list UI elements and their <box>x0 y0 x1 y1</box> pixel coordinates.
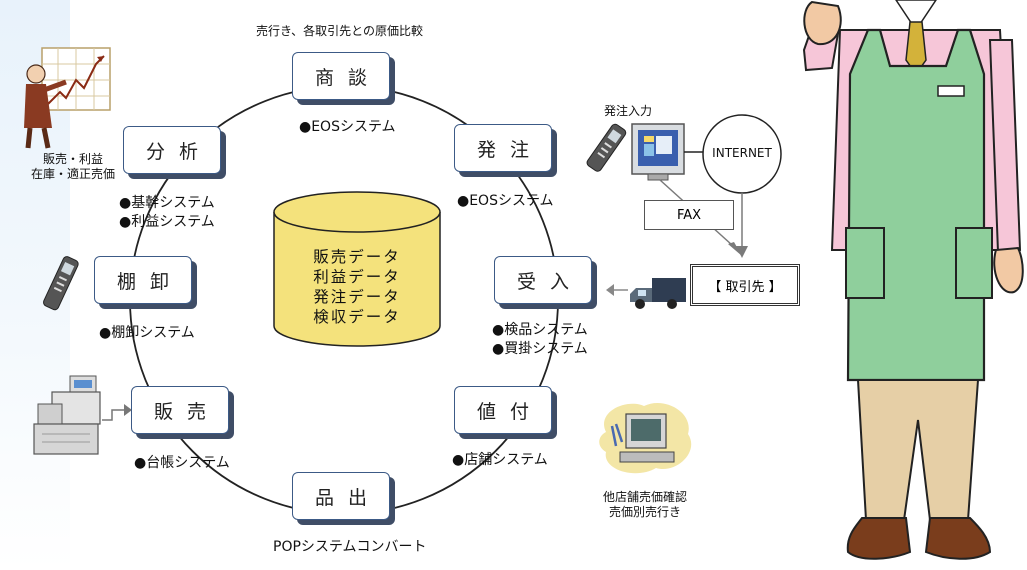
node-hanbai[interactable]: 販売 <box>131 386 229 434</box>
handy-terminal-icon-left <box>42 256 79 311</box>
other-store-caption: 他店舗売価確認 売価別売行き <box>590 490 700 520</box>
db-order-data: 発注データ <box>313 288 401 306</box>
system-shinade: POPシステムコンバート <box>273 539 427 555</box>
other-store-caption-2: 売価別売行き <box>608 505 681 519</box>
database-labels: 販売データ 利益データ 発注データ 検収データ <box>284 247 430 327</box>
other-store-pc-icon <box>599 402 692 474</box>
analysis-caption: 販売・利益 在庫・適正売価 <box>18 152 128 182</box>
system-bunseki-2: ●利益システム <box>119 214 215 230</box>
handy-terminal-icon-right <box>586 123 627 172</box>
db-profit-data: 利益データ <box>313 268 401 286</box>
system-nezuke: ●店舗システム <box>452 452 548 468</box>
internet-label: INTERNET <box>712 146 772 160</box>
system-ukeire-2: ●買掛システム <box>492 341 588 357</box>
node-nezuke[interactable]: 値付 <box>454 386 552 434</box>
node-bunseki[interactable]: 分析 <box>123 126 221 174</box>
system-tanaoroshi: ●棚卸システム <box>99 325 195 341</box>
node-shodan[interactable]: 商談 <box>292 52 390 100</box>
node-shinade[interactable]: 品出 <box>292 472 390 520</box>
supplier-box[interactable]: 【 取引先 】 <box>690 264 800 306</box>
top-caption: 売行き、各取引先との原価比較 <box>256 24 424 38</box>
fax-box: FAX <box>644 200 734 230</box>
system-shodan: ●EOSシステム <box>299 119 396 135</box>
register-arrow-line <box>102 409 126 421</box>
node-hatchu[interactable]: 発注 <box>454 124 552 172</box>
node-tanaoroshi[interactable]: 棚卸 <box>94 256 192 304</box>
node-ukeire[interactable]: 受入 <box>494 256 592 304</box>
system-hatchu: ●EOSシステム <box>457 193 554 209</box>
system-bunseki-1: ●基幹システム <box>119 195 215 211</box>
computer-icon <box>631 123 685 181</box>
database-cylinder <box>273 191 441 347</box>
analysis-caption-2: 在庫・適正売価 <box>30 167 115 181</box>
shop-clerk-character <box>802 0 1024 560</box>
db-sales-data: 販売データ <box>313 248 401 266</box>
delivery-truck-icon <box>630 278 686 309</box>
other-store-caption-1: 他店舗売価確認 <box>602 490 687 504</box>
system-hanbai: ●台帳システム <box>134 455 230 471</box>
fax-label: FAX <box>676 207 702 223</box>
cash-register-icon <box>33 375 101 455</box>
analyst-chart-icon <box>24 47 111 149</box>
supplier-label: 【 取引先 】 <box>708 279 782 295</box>
order-input-label: 発注入力 <box>604 104 653 118</box>
db-inspection-data: 検収データ <box>313 308 401 326</box>
analysis-caption-1: 販売・利益 <box>42 152 103 166</box>
system-ukeire-1: ●検品システム <box>492 322 588 338</box>
